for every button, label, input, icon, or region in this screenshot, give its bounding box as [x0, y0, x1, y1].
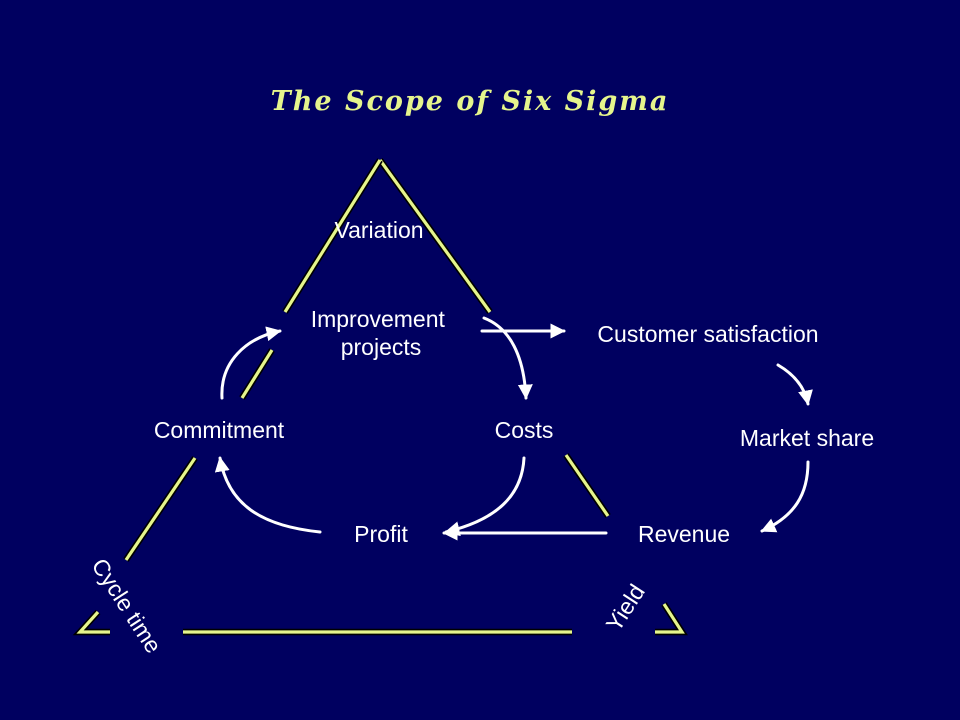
arrow-profit-to-commitment: [214, 456, 322, 534]
node-improvement-line2: projects: [341, 334, 422, 360]
label-cycle-time: Cycle time: [87, 554, 167, 658]
triangle-corner-left: [76, 610, 110, 634]
arrow-market-share-to-revenue: [760, 460, 810, 533]
node-commitment: Commitment: [154, 417, 285, 443]
arrow-costs-to-profit: [444, 456, 526, 537]
slide-title: The Scope of Six Sigma: [271, 86, 670, 117]
scope-triangle: [72, 158, 688, 636]
node-improvement-line1: Improvement: [311, 306, 446, 332]
label-yield: Yield: [601, 579, 650, 635]
node-costs: Costs: [495, 417, 554, 443]
triangle-corner-right: [655, 603, 685, 634]
node-improvement-projects: Improvement projects: [311, 306, 452, 360]
node-profit: Profit: [354, 521, 408, 547]
label-variation: Variation: [334, 217, 423, 243]
node-market-share: Market share: [740, 425, 874, 451]
triangle-edge-left-lower: [124, 457, 197, 561]
triangle-edge-right-lower: [564, 454, 610, 517]
triangle-edge-top-left: [283, 159, 382, 313]
flow-arrows: [214, 316, 813, 541]
arrow-improvement-to-costs: [482, 316, 533, 400]
arrow-customer-satisfaction-to-market-share: [776, 363, 813, 406]
node-revenue: Revenue: [638, 521, 730, 547]
triangle-edge-top-right: [378, 159, 492, 313]
arrow-commitment-to-improvement: [220, 326, 282, 400]
node-customer-satisfaction: Customer satisfaction: [597, 321, 818, 347]
triangle-edge-left-mid: [240, 349, 274, 399]
